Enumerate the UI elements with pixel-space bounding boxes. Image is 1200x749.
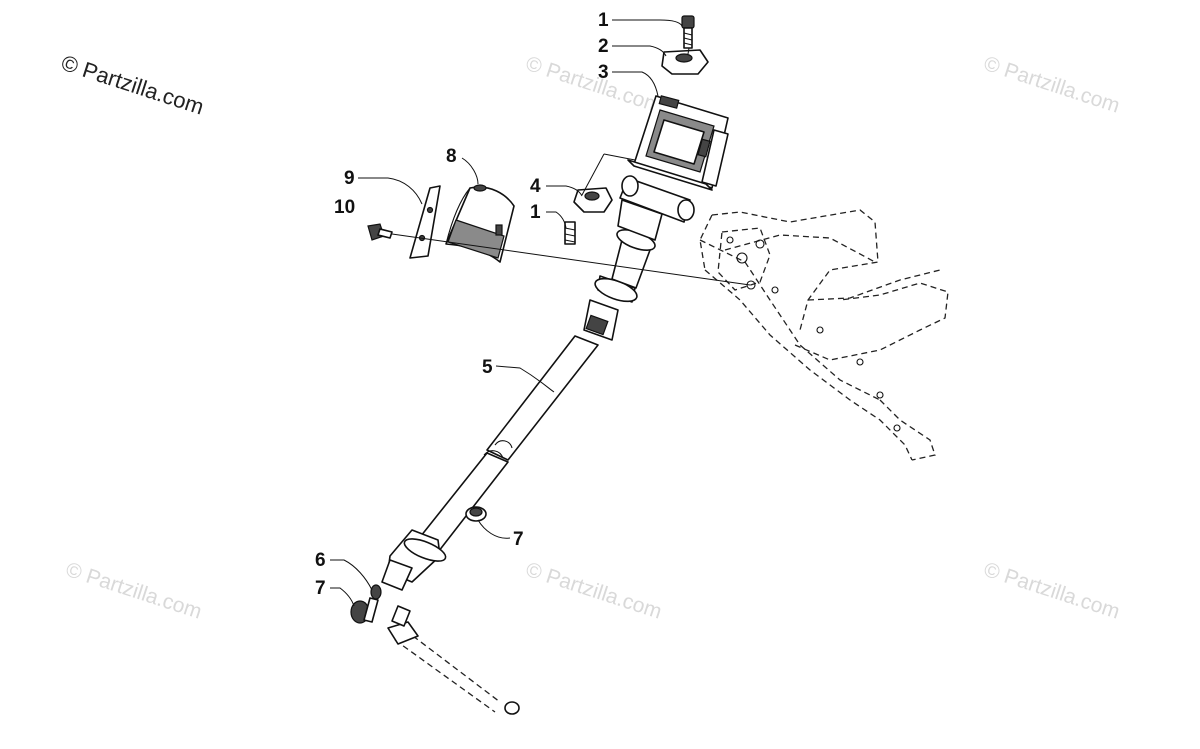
callout-leaders (330, 19, 683, 607)
callout-7-left: 7 (315, 578, 326, 599)
callouts: 1 2 3 8 9 10 4 1 5 7 6 7 (315, 10, 609, 599)
tie-rod (387, 605, 520, 715)
bolt-top (681, 15, 695, 49)
callout-3: 3 (598, 62, 609, 83)
bushing (465, 506, 487, 522)
callout-8: 8 (446, 146, 457, 167)
nut-lower (350, 584, 382, 624)
callout-1-lower: 1 (530, 202, 541, 223)
steering-bracket (627, 95, 729, 191)
bolt-lower (564, 221, 576, 245)
screw (367, 223, 393, 241)
assembly-lines (391, 47, 751, 286)
callout-2: 2 (598, 36, 609, 57)
steering-cover (445, 184, 515, 263)
frame-reference (699, 209, 949, 461)
callout-10: 10 (334, 197, 355, 218)
mounting-plate (409, 185, 441, 259)
callout-7-right: 7 (513, 529, 524, 550)
steering-shaft (381, 175, 695, 591)
clamp-lower (573, 187, 613, 213)
callout-6: 6 (315, 550, 326, 571)
callout-5: 5 (482, 357, 493, 378)
callout-9: 9 (344, 168, 355, 189)
callout-1-top: 1 (598, 10, 609, 31)
callout-4: 4 (530, 176, 541, 197)
clamp-top (661, 49, 709, 75)
